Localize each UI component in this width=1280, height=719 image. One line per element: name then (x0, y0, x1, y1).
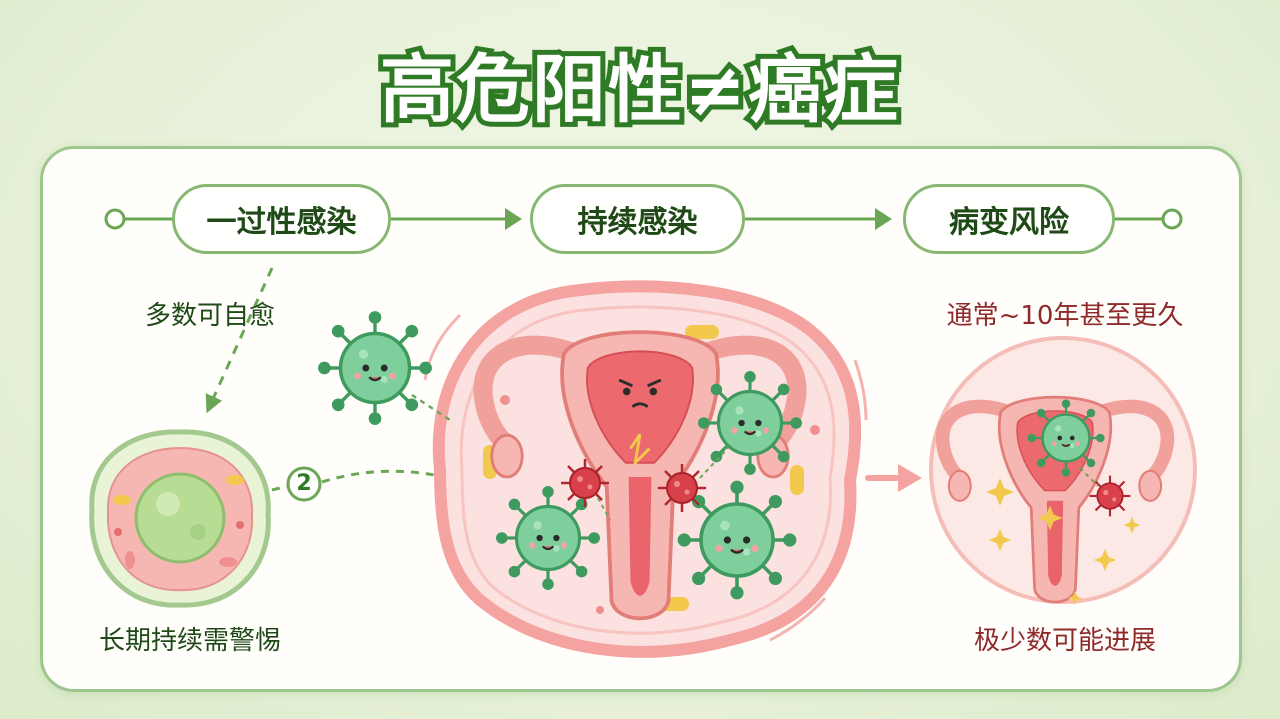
caption-timeline: 通常~10年甚至更久 (946, 301, 1184, 331)
stage-transient-infection: 一过性感染 (172, 184, 391, 254)
cell-icon (89, 429, 271, 608)
self-heal-arrow-icon (205, 267, 274, 414)
stage-lesion-risk: 病变风险 (903, 184, 1115, 254)
page-title: 高危阳性≠癌症 (375, 42, 903, 138)
lesion-risk-illustration (929, 336, 1197, 605)
caption-long-term-warning: 长期持续需警惕 (98, 626, 281, 656)
flow-line (104, 208, 1183, 230)
stage-persistent-infection: 持续感染 (530, 184, 745, 254)
hpv-virus-icon (318, 311, 802, 600)
progress-arrow-icon (865, 464, 922, 492)
uterus-icon (483, 332, 797, 618)
caption-rare-progression: 极少数可能进展 (973, 626, 1156, 656)
step-badge-number: 2 (296, 471, 312, 496)
step-badge (286, 466, 322, 502)
caption-self-heal: 多数可自愈 (144, 301, 275, 331)
